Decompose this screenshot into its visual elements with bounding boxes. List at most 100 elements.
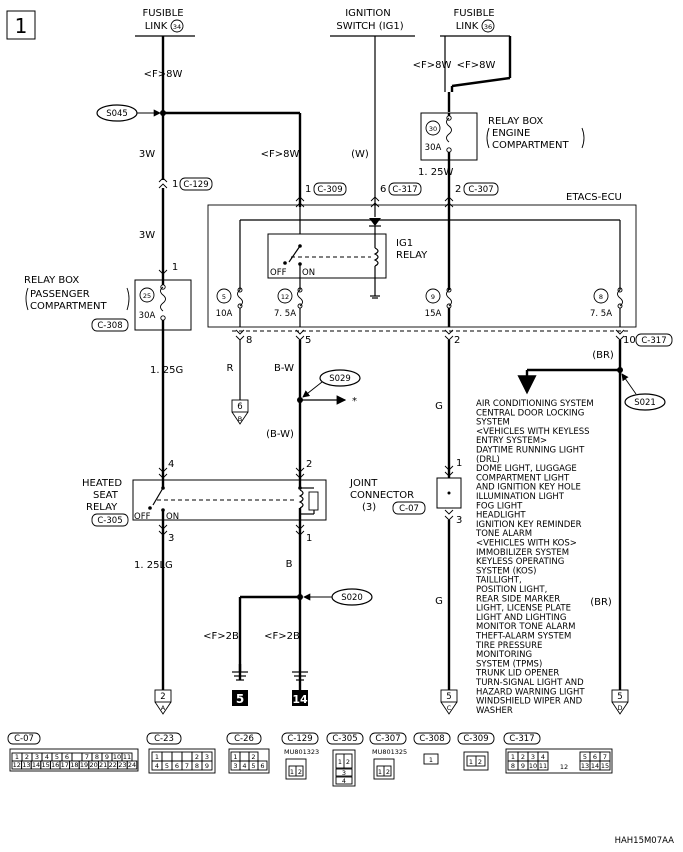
svg-text:9: 9: [431, 293, 435, 301]
svg-text:4: 4: [168, 459, 174, 470]
pin-number: 6: [175, 762, 179, 770]
svg-text:5: 5: [222, 293, 226, 301]
svg-text:<F>8W: <F>8W: [413, 60, 452, 71]
svg-text:3: 3: [168, 533, 174, 544]
svg-text:OFF: OFF: [270, 268, 287, 278]
legend-c309: C-309 1 2: [457, 732, 495, 771]
pin-cell: [537, 760, 549, 771]
pin-number: 20: [89, 761, 97, 769]
legend-c305: C-305 1 2 3 4: [326, 732, 364, 787]
pin-number: 11: [539, 762, 547, 770]
svg-text:2: 2: [346, 758, 350, 766]
pin-cell: [239, 751, 250, 762]
pin-number: 4: [242, 762, 246, 770]
system-item: POSITION LIGHT,: [476, 585, 547, 595]
splice-s021: S021: [517, 367, 666, 411]
system-item: TAILLIGHT,: [475, 576, 522, 586]
pin-number: 6: [260, 762, 264, 770]
svg-text:IGNITION: IGNITION: [345, 8, 391, 19]
svg-text:2: 2: [306, 459, 312, 470]
svg-text:7. 5A: 7. 5A: [274, 309, 296, 319]
figure-id: HAH15M07AA: [615, 836, 675, 846]
pin-cell: [257, 760, 268, 771]
pin-number: 23: [118, 761, 126, 769]
svg-text:ENGINE: ENGINE: [492, 128, 530, 139]
pin-number: 5: [165, 762, 169, 770]
page-number: 1: [15, 14, 28, 38]
pin-number: 11: [123, 753, 131, 761]
svg-text:1: 1: [305, 184, 311, 195]
svg-text:COMPARTMENT: COMPARTMENT: [30, 301, 107, 312]
svg-text:PASSENGER: PASSENGER: [30, 289, 90, 300]
pin-number: 1: [155, 753, 159, 761]
svg-text:<F>8W: <F>8W: [457, 60, 496, 71]
pin-number: 9: [521, 762, 525, 770]
svg-text:C-307: C-307: [375, 734, 400, 744]
ignition-switch: IGNITION SWITCH (IG1) (W): [330, 8, 415, 160]
pin-number: 5: [251, 762, 255, 770]
svg-text:SWITCH (IG1): SWITCH (IG1): [336, 21, 403, 32]
system-item: CENTRAL DOOR LOCKING: [476, 408, 584, 418]
pin-number: 6: [593, 753, 597, 761]
svg-text:(3): (3): [362, 502, 376, 513]
pin-number: 2: [25, 753, 29, 761]
svg-text:6: 6: [237, 402, 242, 412]
pin-number: 22: [109, 761, 117, 769]
svg-text:FUSIBLE: FUSIBLE: [453, 8, 494, 19]
svg-text:C-07: C-07: [14, 734, 34, 744]
pin-number: 3: [233, 762, 237, 770]
relay-box-passenger: 1 25 30A RELAY BOX PASSENGER COMPARTMENT…: [24, 262, 192, 332]
svg-text:R: R: [227, 363, 234, 374]
svg-text:C-07: C-07: [399, 504, 419, 514]
svg-text:30A: 30A: [139, 311, 156, 321]
svg-text:MU801323: MU801323: [284, 748, 319, 756]
svg-text:C-305: C-305: [97, 516, 122, 526]
svg-text:30A: 30A: [425, 143, 442, 153]
pin-number: 24: [128, 761, 136, 769]
pin-number: 1: [15, 753, 19, 761]
system-item: HEADLIGHT: [476, 511, 526, 521]
system-item: DAYTIME RUNNING LIGHT: [476, 446, 585, 456]
svg-text:8: 8: [246, 335, 252, 346]
pin-number: 5: [55, 753, 59, 761]
svg-text:RELAY BOX: RELAY BOX: [488, 116, 543, 127]
system-item: MONITORING: [476, 650, 532, 660]
system-item: TONE ALARM: [475, 529, 532, 539]
svg-text:1: 1: [469, 758, 473, 766]
pin-number: 8: [95, 753, 99, 761]
svg-text:C-317: C-317: [509, 734, 534, 744]
svg-text:12: 12: [281, 293, 289, 301]
svg-text:C-307: C-307: [468, 185, 493, 195]
svg-text:OFF: OFF: [134, 512, 151, 522]
svg-text:COMPARTMENT: COMPARTMENT: [492, 140, 569, 151]
svg-text:25: 25: [143, 292, 151, 300]
svg-text:MU801325: MU801325: [372, 748, 407, 756]
inline-connector-c307: 2 C-307: [455, 182, 499, 196]
svg-text:2: 2: [455, 184, 461, 195]
pin-number: 3: [35, 753, 39, 761]
system-item: MONITOR TONE ALARM: [476, 622, 576, 632]
system-item: TIRE PRESSURE: [475, 641, 542, 651]
svg-text:3: 3: [342, 769, 346, 777]
svg-text:C-26: C-26: [234, 734, 254, 744]
svg-text:C-317: C-317: [641, 336, 666, 346]
svg-text:1: 1: [290, 768, 294, 776]
svg-text:1. 25W: 1. 25W: [418, 167, 453, 178]
pin-cell: [171, 751, 183, 762]
system-item: TURN-SIGNAL LIGHT AND: [475, 678, 584, 688]
pin-number: 12: [13, 761, 21, 769]
system-item: <VEHICLES WITH KOS>: [476, 539, 577, 549]
svg-text:CONNECTOR: CONNECTOR: [350, 490, 414, 501]
ground-5: 5: [232, 664, 248, 706]
pin-number: 10: [529, 762, 537, 770]
system-item: IMMOBILIZER SYSTEM: [476, 548, 569, 558]
svg-text:RELAY BOX: RELAY BOX: [24, 275, 79, 286]
pin-number: 17: [61, 761, 69, 769]
splice-s045: S045: [96, 104, 161, 122]
splice-s029: * S029: [297, 369, 361, 407]
svg-text:<F>8W: <F>8W: [261, 149, 300, 160]
ref-d5: 5 D: [611, 689, 629, 715]
